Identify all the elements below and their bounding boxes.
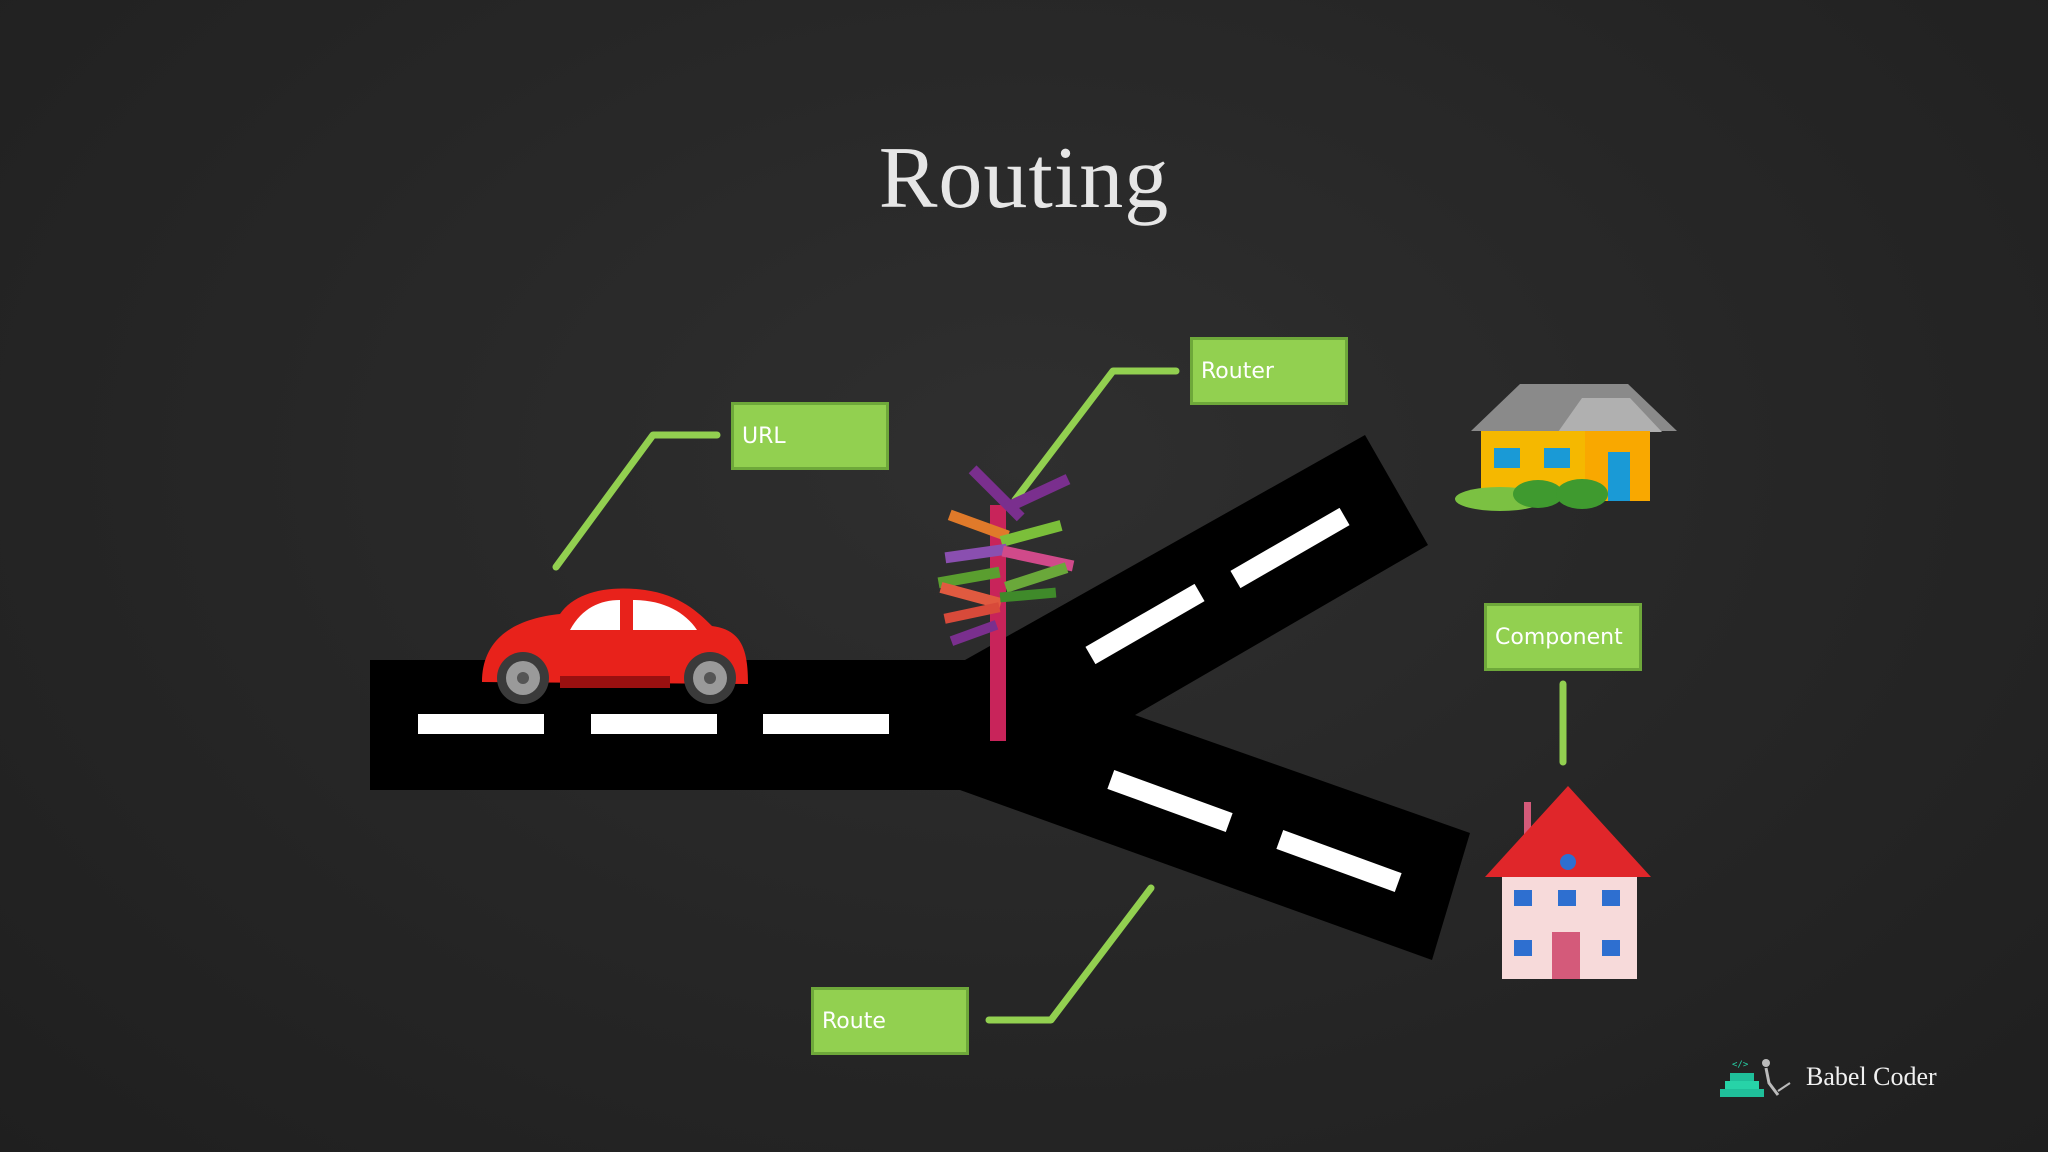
brand-name: Babel Coder [1806,1062,1937,1091]
road [370,435,1470,960]
brand-logo: </> Babel Coder [1720,1055,1937,1099]
road-markings [418,507,1402,892]
connector-lines [552,367,1567,1024]
url-connector [552,431,721,571]
car-icon [482,588,748,704]
red-roof-house-icon [1485,786,1651,979]
babel-coder-logo-icon: </> [1720,1059,1791,1097]
component-label: Component [1484,603,1642,671]
slide-title: Routing [878,130,1170,227]
url-label-text: URL [742,423,786,449]
svg-text:</>: </> [1732,1060,1749,1070]
route-connector [985,884,1155,1024]
route-label: Route [811,987,969,1055]
router-connector [1011,367,1180,504]
component-label-text: Component [1495,624,1623,650]
router-label-text: Router [1201,358,1274,384]
route-label-text: Route [822,1008,886,1034]
yellow-house-icon [1455,384,1677,511]
url-label: URL [731,402,889,470]
router-label: Router [1190,337,1348,405]
signpost-icon [937,465,1075,741]
